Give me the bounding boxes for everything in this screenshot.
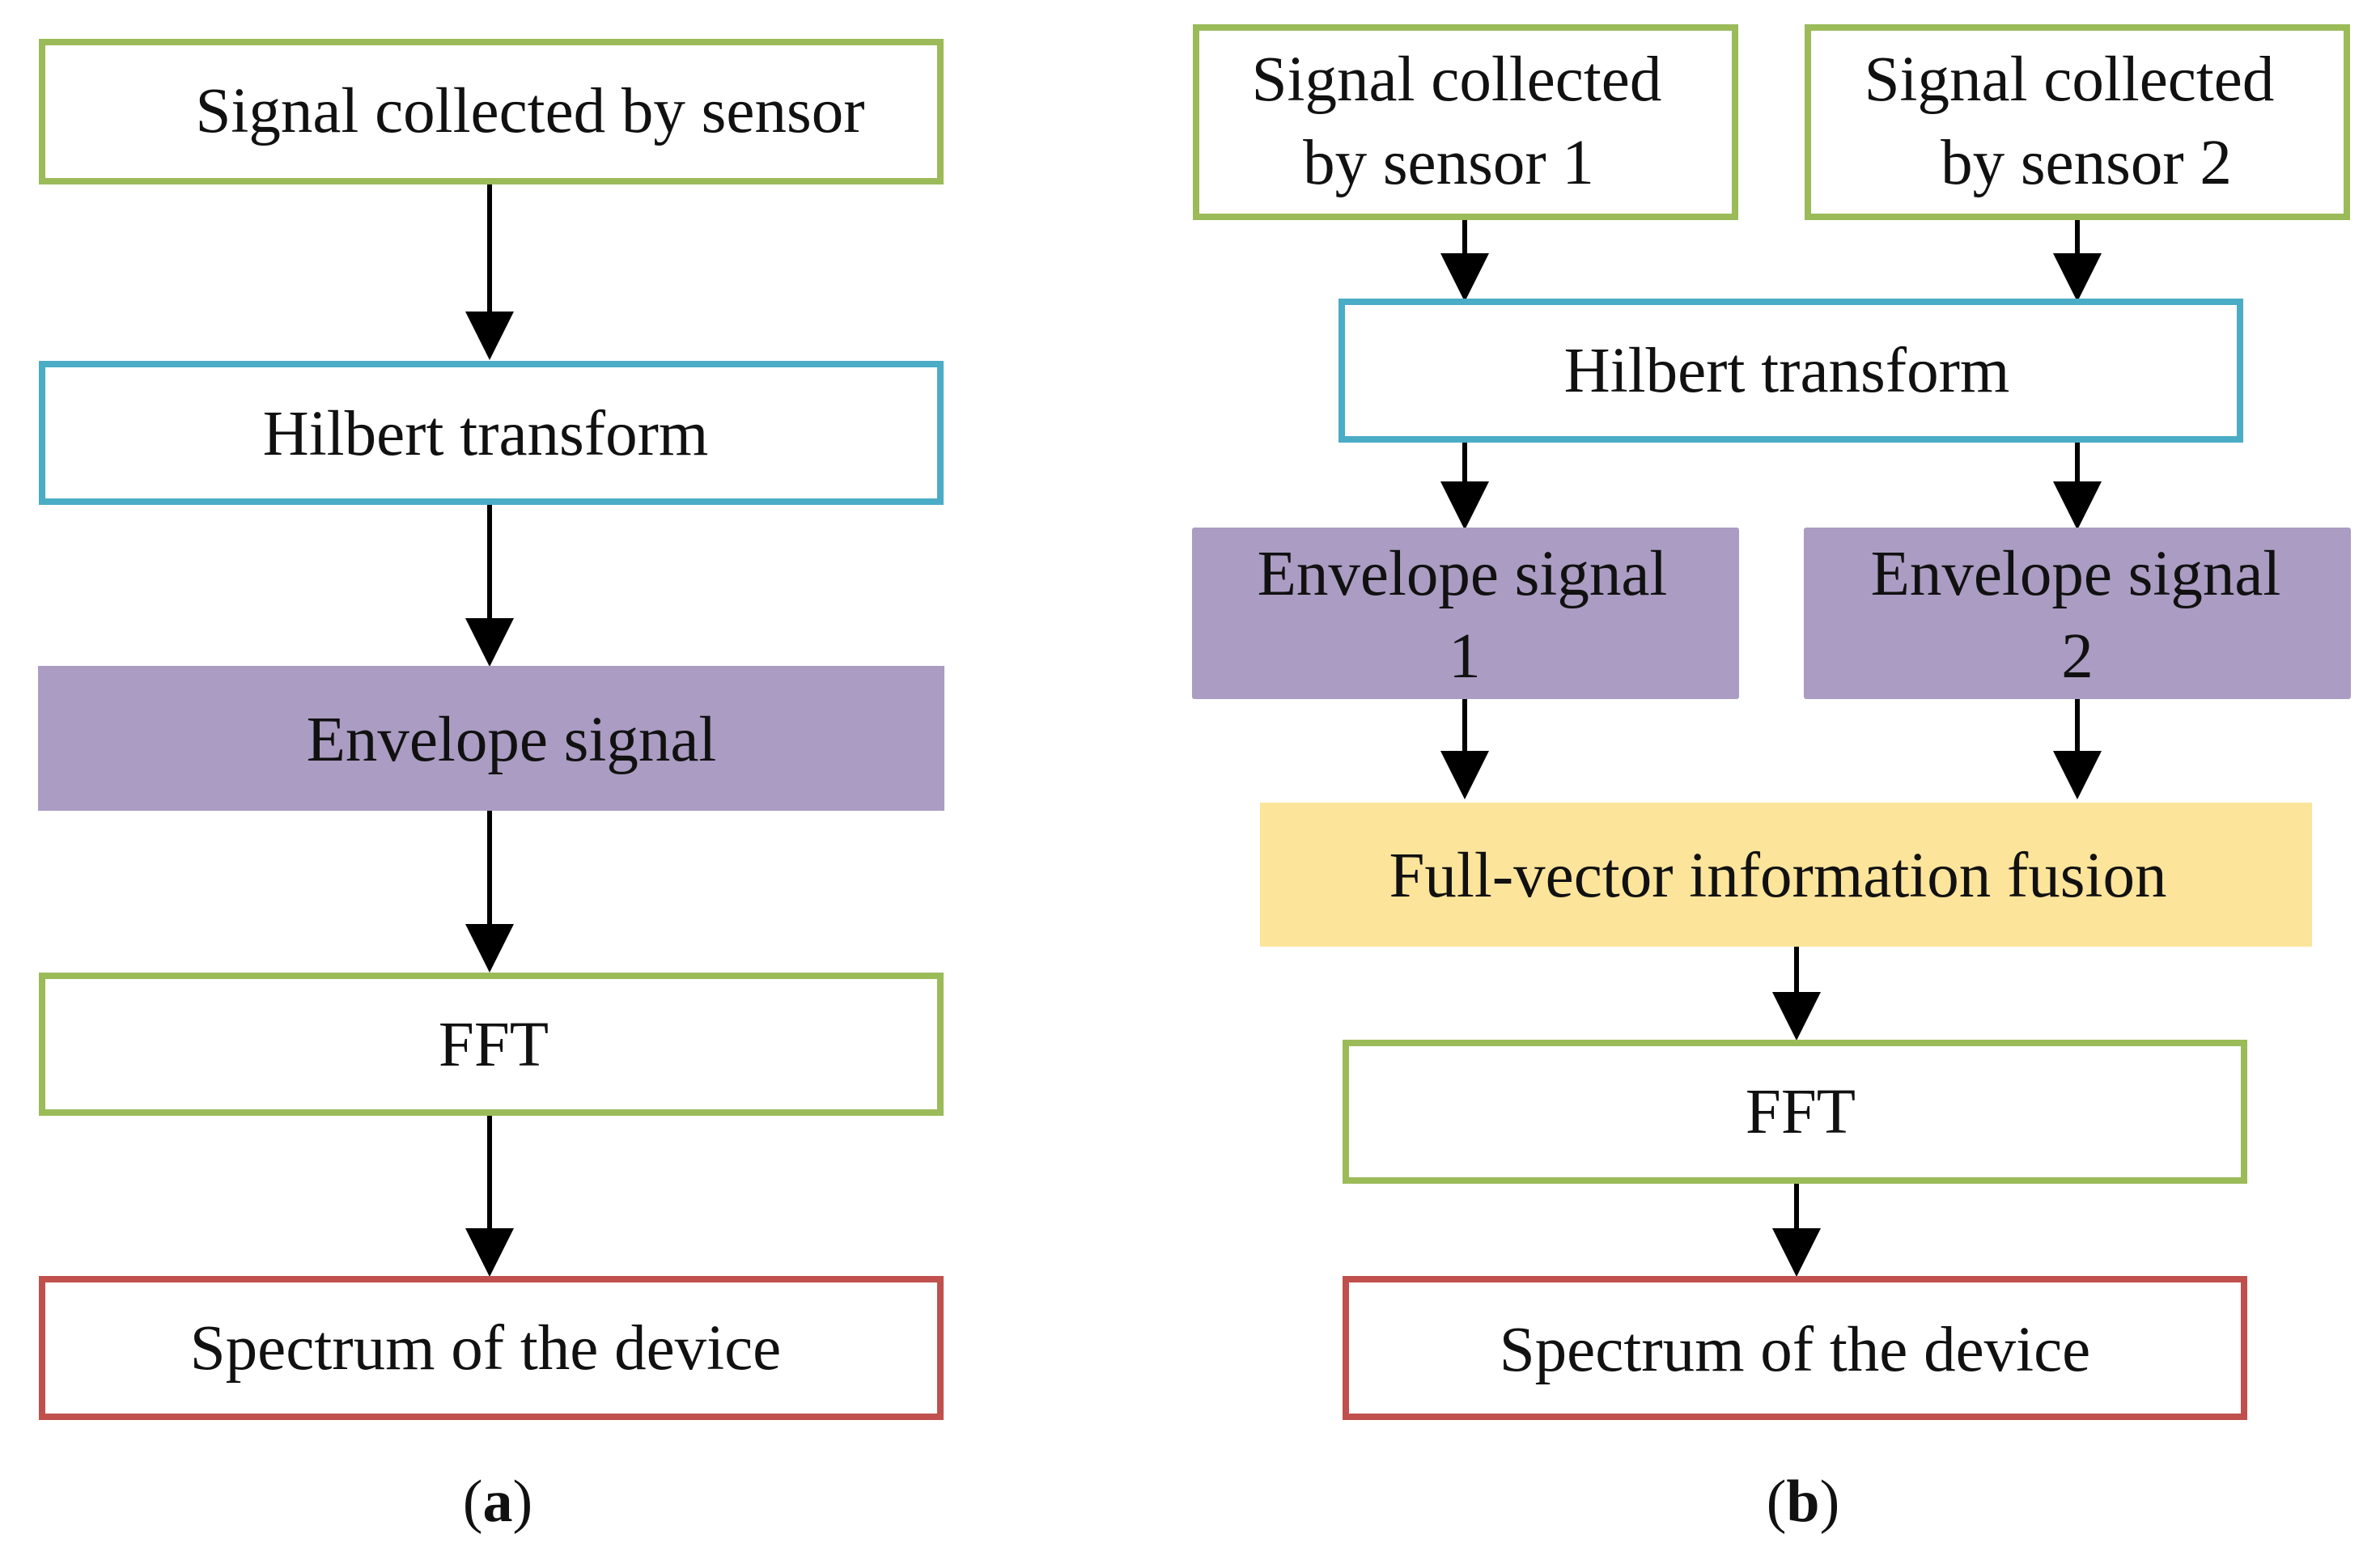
node-b-fusion: Full-vector information fusion [1260, 803, 2312, 947]
node-a-hilbert-label: Hilbert transform [263, 399, 709, 469]
node-a-envelope-label: Envelope signal [307, 705, 717, 775]
node-a-spectrum-label: Spectrum of the device [190, 1313, 781, 1384]
node-a-signal-box [39, 39, 944, 184]
panel-b: Signal collected by sensor 1 Signal coll… [1192, 24, 2351, 1535]
node-a-envelope: Envelope signal [38, 666, 944, 811]
node-b-signal2-box [1805, 24, 2350, 220]
node-b-signal2-label-line1: Signal collected [1865, 45, 2275, 115]
node-a-signal: Signal collected by sensor [39, 39, 944, 184]
node-b-hilbert-label: Hilbert transform [1564, 336, 2010, 406]
node-b-signal1-label-line2: by sensor 1 [1303, 128, 1594, 198]
node-b-signal1-box [1193, 24, 1738, 220]
node-b-spectrum: Spectrum of the device [1343, 1276, 2247, 1420]
node-b-signal2-label-line2: by sensor 2 [1941, 128, 2232, 198]
node-b-fft-label: FFT [1746, 1077, 1856, 1147]
node-b-fusion-label: Full-vector information fusion [1389, 841, 2167, 911]
node-b-signal2: Signal collected by sensor 2 [1805, 24, 2350, 220]
panel-a-caption: (a) [463, 1469, 532, 1535]
node-a-fft-label: FFT [439, 1010, 549, 1080]
node-a-hilbert: Hilbert transform [39, 361, 944, 505]
panel-a: Signal collected by sensor Hilbert trans… [38, 39, 944, 1535]
panel-b-caption: (b) [1767, 1469, 1839, 1535]
node-a-spectrum-box [39, 1276, 944, 1420]
node-b-fft-box [1343, 1040, 2247, 1184]
node-b-hilbert-box [1338, 299, 2243, 443]
node-a-hilbert-box [39, 361, 944, 505]
node-b-signal1-label-line1: Signal collected [1252, 45, 1662, 115]
node-b-signal1: Signal collected by sensor 1 [1193, 24, 1738, 220]
node-b-fft: FFT [1343, 1040, 2247, 1184]
node-b-envelope2-label-line1: Envelope signal [1871, 539, 2281, 609]
node-b-envelope2-label-line2: 2 [2061, 621, 2094, 692]
node-b-envelope1-box [1192, 528, 1739, 699]
node-b-envelope1-label-line1: Envelope signal [1258, 539, 1668, 609]
node-b-envelope2-box [1804, 528, 2351, 699]
node-b-envelope1: Envelope signal 1 [1192, 528, 1739, 699]
node-a-envelope-box [38, 666, 944, 811]
node-a-signal-label: Signal collected by sensor [195, 76, 864, 146]
node-b-spectrum-box [1343, 1276, 2247, 1420]
node-b-envelope1-label-line2: 1 [1449, 621, 1481, 692]
node-b-hilbert: Hilbert transform [1338, 299, 2243, 443]
node-b-envelope2: Envelope signal 2 [1804, 528, 2351, 699]
node-a-fft-box [39, 973, 944, 1116]
node-a-fft: FFT [39, 973, 944, 1116]
node-b-fusion-box [1260, 803, 2312, 947]
node-a-spectrum: Spectrum of the device [39, 1276, 944, 1420]
node-b-spectrum-label: Spectrum of the device [1500, 1315, 2090, 1385]
